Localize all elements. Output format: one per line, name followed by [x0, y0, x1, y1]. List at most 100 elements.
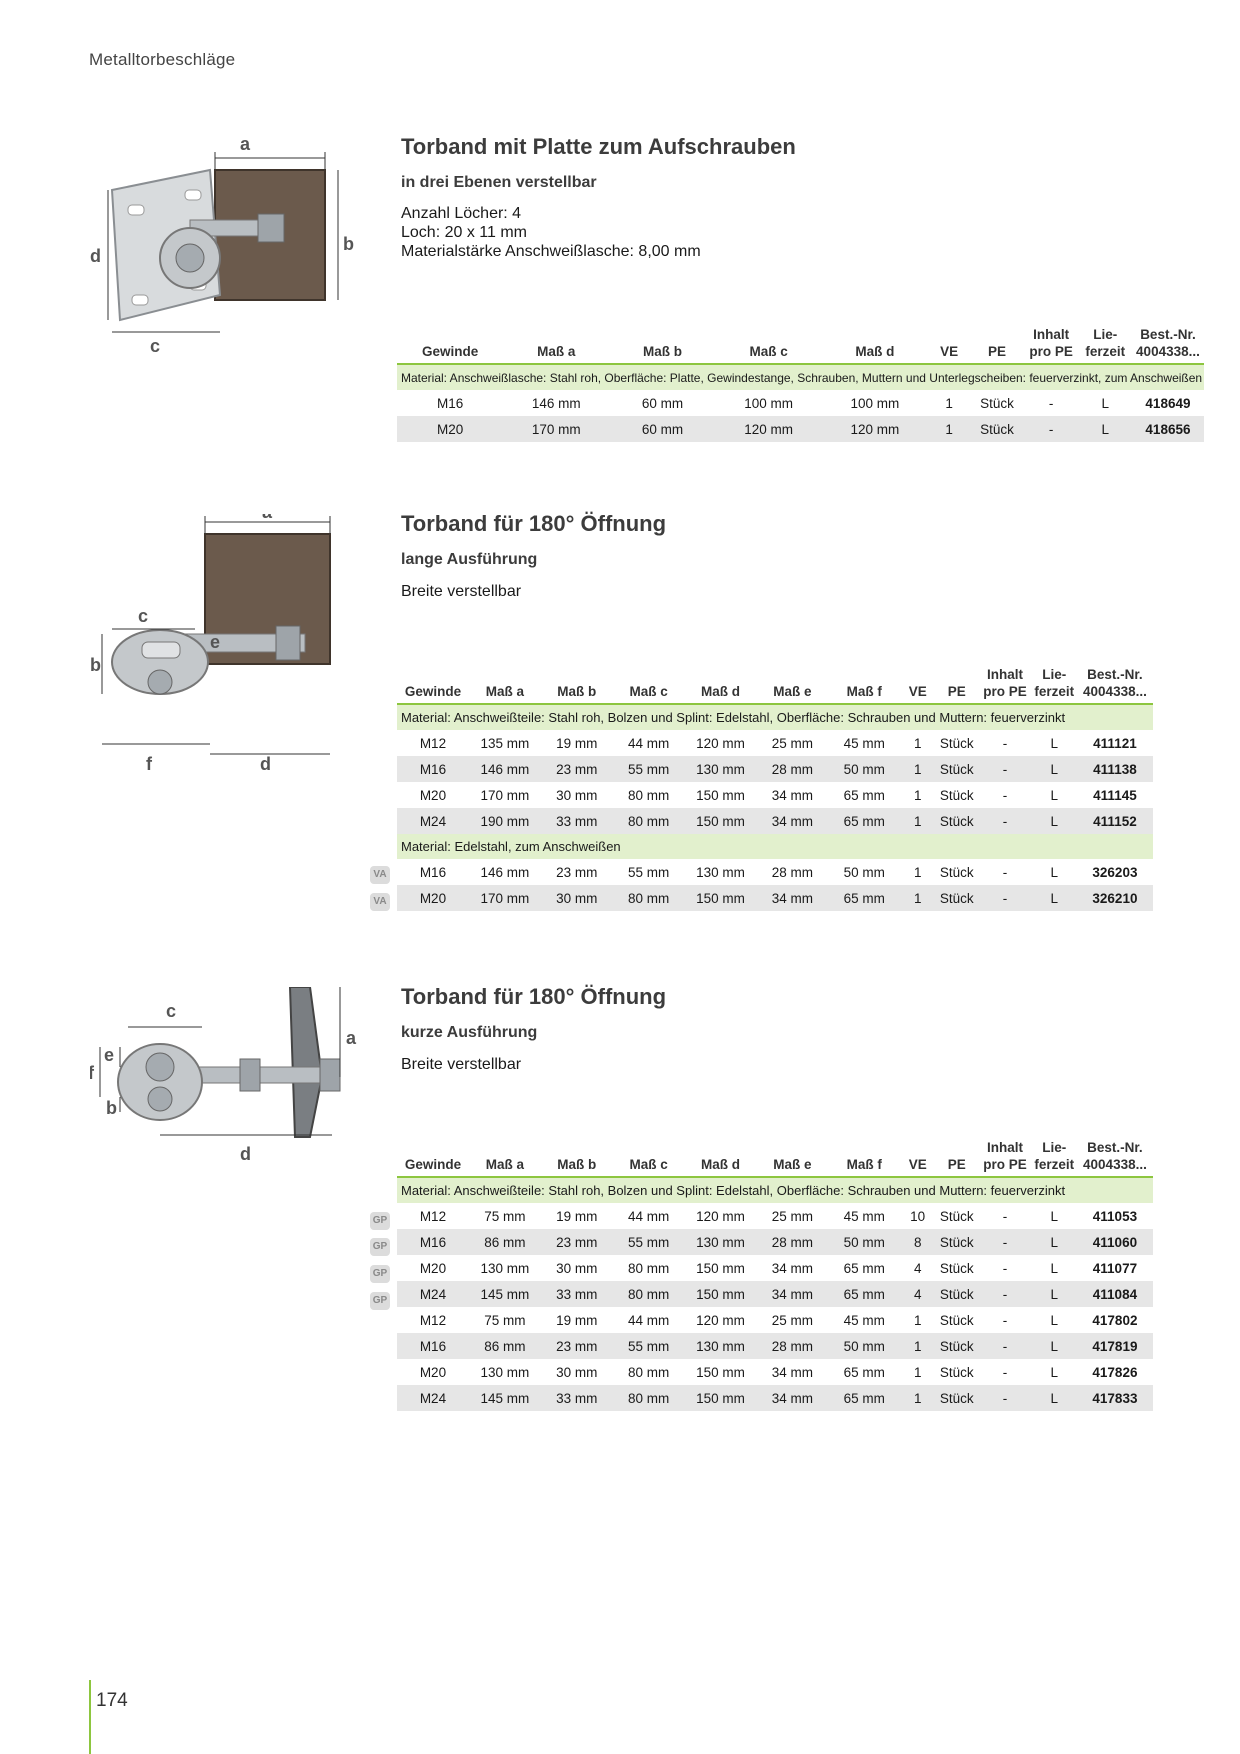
table-cell: - [978, 756, 1032, 782]
table-cell: - [1002, 735, 1008, 751]
table-cell: 80 mm [627, 1260, 670, 1276]
product-spec: Breite verstellbar [401, 1056, 522, 1073]
table-cell: 411121 [1093, 735, 1137, 751]
table-cell: 411145 [1093, 787, 1137, 803]
table-cell: 86 mm [468, 1333, 541, 1359]
col-header: Maß a [468, 666, 541, 705]
gp-badge: GP [370, 1212, 390, 1230]
table-cell: 170 mm [468, 885, 541, 911]
table-cell: 34 mm [756, 885, 829, 911]
table-cell: M16 [397, 1229, 469, 1255]
table-cell: 130 mm [480, 1364, 530, 1380]
table-cell: 23 mm [556, 864, 598, 880]
product-illustration: a b c d e f [90, 987, 365, 1177]
table-cell: - [978, 885, 1032, 911]
table-cell: 146 mm [480, 864, 530, 880]
table-cell: Stück [939, 1260, 974, 1276]
table-cell: 1 [913, 735, 922, 751]
col-header: Maß c [715, 326, 822, 365]
table-cell: M24 [397, 1385, 469, 1411]
table-cell: 8 [900, 1229, 936, 1255]
table-cell: 34 mm [756, 1385, 829, 1411]
table-cell: 44 mm [627, 1208, 670, 1224]
table-cell: M16 [436, 395, 464, 411]
col-header: Best.-Nr.4004338... [1076, 1139, 1153, 1178]
table-cell: M16 [397, 756, 469, 782]
gp-badge: GP [370, 1238, 390, 1256]
table-cell: M12 [419, 1312, 447, 1328]
table-cell: L [1050, 735, 1059, 751]
product-spec: Loch: 20 x 11 mm [401, 224, 527, 241]
table-cell: 130 mm [696, 864, 745, 880]
table-cell: 1 [913, 1364, 922, 1380]
category-header: Metalltorbeschläge [89, 50, 236, 69]
table-cell: 1 [900, 808, 936, 834]
table-cell: - [1048, 395, 1054, 411]
table-cell: - [1002, 1364, 1008, 1380]
table-cell: Stück [935, 1281, 979, 1307]
table-cell: M20 [397, 885, 469, 911]
table-cell: 150 mm [684, 1385, 757, 1411]
table-cell: - [978, 808, 1032, 834]
table-cell: M24 [397, 1281, 469, 1307]
table-cell: M20 [419, 1260, 447, 1276]
table-cell: 25 mm [771, 1208, 814, 1224]
table-cell: L [1050, 1260, 1059, 1276]
table-cell: 150 mm [684, 808, 757, 834]
table-cell: 30 mm [540, 885, 613, 911]
table-cell: 45 mm [843, 735, 885, 751]
table-cell: 326203 [1092, 864, 1138, 880]
table-cell: 130 mm [684, 1229, 757, 1255]
table-cell: 33 mm [540, 808, 613, 834]
table-cell: 86 mm [468, 1229, 541, 1255]
table-cell: 19 mm [556, 1312, 598, 1328]
product-torband-platte: a b c d Torband mit Platte zum Aufschrau… [90, 120, 1205, 460]
table-cell: 411152 [1076, 808, 1153, 834]
table-cell: 19 mm [556, 735, 598, 751]
table-cell: 55 mm [627, 864, 670, 880]
table-cell: 28 mm [756, 1333, 829, 1359]
table-cell: 33 mm [540, 1281, 613, 1307]
table-cell: Stück [939, 1208, 974, 1224]
table-cell: 150 mm [696, 1364, 745, 1380]
table-cell: 30 mm [556, 1364, 598, 1380]
table-cell: 145 mm [468, 1281, 541, 1307]
table-cell: 45 mm [843, 1312, 885, 1328]
table-cell: 34 mm [756, 1281, 829, 1307]
product-spec: Anzahl Löcher: 4 [401, 205, 522, 222]
table-cell: 65 mm [828, 1281, 901, 1307]
table-cell: 30 mm [556, 1260, 598, 1276]
dim-label-d: d [240, 1144, 251, 1164]
table-cell: - [1002, 787, 1008, 803]
material-note: Material: Anschweißteile: Stahl roh, Bol… [397, 1177, 1153, 1203]
table-cell: 1 [913, 787, 922, 803]
table-cell: Stück [939, 864, 974, 880]
table-cell: 150 mm [684, 1281, 757, 1307]
col-header: Maß b [540, 1139, 613, 1178]
table-cell: 75 mm [484, 1208, 526, 1224]
table-cell: Stück [935, 1385, 979, 1411]
table-cell: - [1002, 864, 1008, 880]
table-cell: 4 [913, 1260, 922, 1276]
table-cell: Stück [939, 1364, 974, 1380]
table-cell: - [978, 1229, 1032, 1255]
table-cell: Stück [970, 416, 1024, 442]
table-cell: L [1031, 1229, 1077, 1255]
table-cell: 80 mm [612, 808, 685, 834]
table-cell: 1 [900, 756, 936, 782]
table-cell: 55 mm [612, 1333, 685, 1359]
product-illustration: a b c d [90, 130, 365, 360]
product-table: Gewinde Maß a Maß b Maß c Maß d VE PE In… [397, 326, 1205, 442]
dim-label-b: b [106, 1098, 117, 1118]
table-cell: 150 mm [696, 787, 745, 803]
table-cell: 120 mm [696, 1208, 745, 1224]
table-cell: 65 mm [828, 808, 901, 834]
